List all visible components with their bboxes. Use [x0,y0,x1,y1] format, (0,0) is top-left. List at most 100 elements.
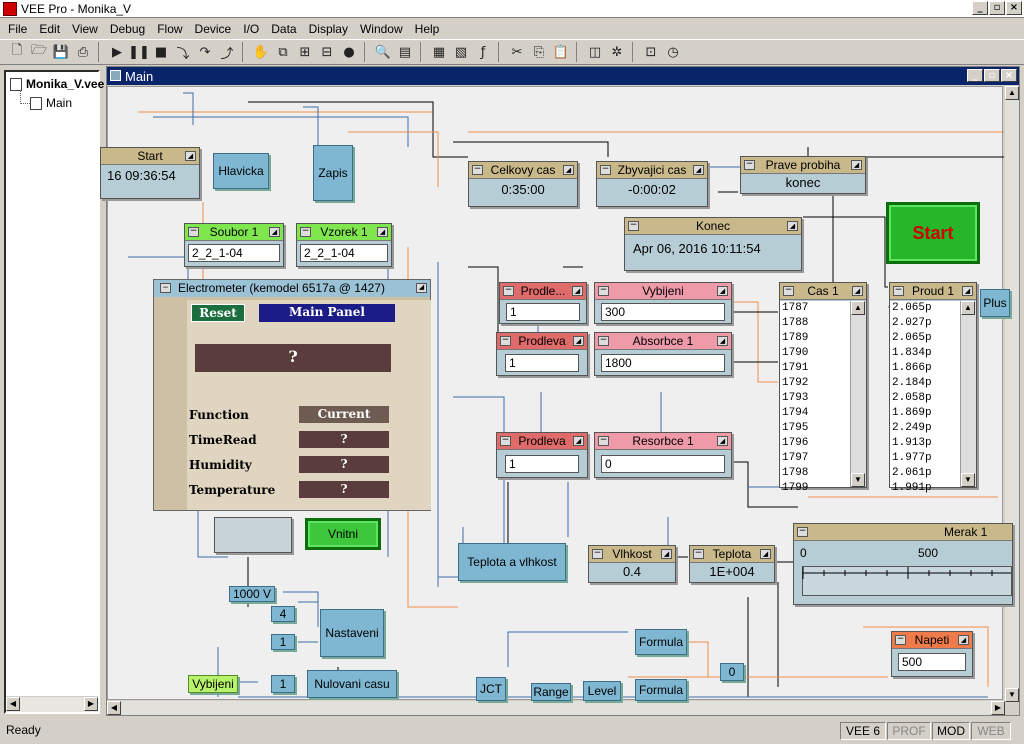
prodleva-input-2[interactable]: −Prodleva◢ 1 [496,332,588,376]
object-menu-icon[interactable]: ◢ [717,286,728,296]
open-folder-icon[interactable]: 🗁 [30,43,48,58]
constant-1a[interactable]: 1 [271,634,295,650]
reset-button[interactable]: Reset [191,304,245,322]
empty-object[interactable] [214,517,292,553]
soubor-input[interactable]: −Soubor 1◢ 2_2_1-04 [184,223,284,267]
zbyvajici-cas-display[interactable]: −Zbyvajici cas◢ -0:00:02 [596,161,708,207]
program-canvas[interactable]: Start◢ 16 09:36:54 Hlavicka Zapis −Celko… [100,86,1013,701]
constant-4[interactable]: 4 [271,606,295,622]
canvas-hscrollbar[interactable]: ◀ ▶ [107,701,1005,715]
resorbce-input[interactable]: −Resorbce 1◢ 0 [594,432,732,478]
object-menu-icon[interactable]: ◢ [661,549,672,559]
delete-line-icon[interactable]: ⊟ [321,44,333,60]
prave-probiha-display[interactable]: −Prave probiha◢ konec [740,156,866,194]
print-icon[interactable]: ⎙ [77,44,89,60]
function-icon[interactable]: ▧ [454,44,468,60]
object-menu-icon[interactable]: ◢ [760,549,771,559]
step-over-icon[interactable]: ↷ [199,44,211,60]
run-icon[interactable]: ▶ [112,44,122,60]
prodleva-input-3[interactable]: −Prodleva◢ 1 [496,432,588,478]
constant-1b[interactable]: 1 [271,675,295,693]
nastaveni-userobject[interactable]: Nastaveni [320,609,384,657]
object-menu-icon[interactable]: ◢ [962,286,973,296]
main-close-button[interactable]: × [1001,69,1017,82]
step-out-icon[interactable]: ⤴ [220,46,234,62]
object-menu-icon[interactable]: ◢ [787,221,798,231]
clone-icon[interactable]: ⧉ [278,44,288,60]
absorbce-input[interactable]: −Absorbce 1◢ 1800 [594,332,732,376]
find-icon[interactable]: 🔍 [374,44,392,60]
timer-icon[interactable]: ◷ [667,44,679,60]
object-menu-icon[interactable]: ◢ [572,286,583,296]
object-menu-icon[interactable]: ◢ [563,165,574,175]
new-file-icon[interactable]: 🗋 [11,43,23,58]
object-menu-icon[interactable]: ◢ [851,160,862,170]
nulovani-casu-userobject[interactable]: Nulovani casu [307,670,397,698]
show-data-flow-icon[interactable]: ⊡ [645,44,657,60]
start-time-display[interactable]: Start◢ 16 09:36:54 [100,147,200,199]
vlhkost-display[interactable]: −Vlhkost◢ 0.4 [588,545,676,583]
object-menu-icon[interactable]: ◢ [693,165,704,175]
teplota-vlhkost-userobject[interactable]: Teplota a vlhkost [458,543,566,581]
menu-debug[interactable]: Debug [109,21,146,36]
menu-flow[interactable]: Flow [157,21,183,36]
range-object[interactable]: Range [531,683,571,701]
menu-view[interactable]: View [72,21,98,36]
konec-display[interactable]: −Konec◢ Apr 06, 2016 10:11:54 [624,217,802,271]
connect-icon[interactable]: ⊞ [299,44,311,60]
explorer-hscrollbar[interactable]: ◀ ▶ [6,696,98,712]
menu-display[interactable]: Display [308,21,348,36]
object-menu-icon[interactable]: ◢ [852,286,863,296]
main-minimize-button[interactable]: _ [967,69,983,82]
cut-icon[interactable]: ✂ [511,44,523,60]
hlavicka-userobject[interactable]: Hlavicka [213,153,269,189]
menu-data[interactable]: Data [271,21,297,36]
detail-view-icon[interactable]: ✲ [611,44,623,60]
menu-device[interactable]: Device [194,21,232,36]
vybijeni-input[interactable]: −Vybijeni◢ 300 [594,282,732,324]
close-button[interactable]: × [1006,1,1022,15]
object-menu-icon[interactable]: ◢ [185,151,196,161]
record-icon[interactable]: ● [343,44,355,60]
merak-meter[interactable]: −Merak 1 0 500 [793,523,1013,605]
stop-icon[interactable]: ■ [154,44,168,60]
object-menu-icon[interactable]: ◢ [717,336,728,346]
main-maximize-button[interactable]: ▫ [984,69,1000,82]
electrometer-panel[interactable]: −Electrometer (kemodel 6517a @ 1427)◢ Re… [153,279,431,511]
celkovy-cas-display[interactable]: −Celkovy cas◢ 0:35:00 [468,161,578,207]
tree-item-main[interactable]: Main [30,96,72,110]
pause-icon[interactable]: ❚❚ [128,44,150,60]
start-button[interactable]: Start [886,202,980,264]
panel-view-icon[interactable]: ◫ [588,44,602,60]
menu-io[interactable]: I/O [243,21,260,36]
paste-icon[interactable]: 📋 [552,44,570,60]
tree-root[interactable]: Monika_V.vee [10,77,104,91]
zero-constant[interactable]: 0 [720,663,744,681]
hand-icon[interactable]: ✋ [252,44,270,60]
prodleva-input-1[interactable]: −Prodle...◢ 1 [499,282,587,324]
menu-edit[interactable]: Edit [39,21,61,36]
cas-scrollbar[interactable]: ▲▼ [850,301,866,487]
instrument-icon[interactable]: ▦ [432,44,446,60]
teplota-display[interactable]: −Teplota◢ 1E+004 [689,545,775,583]
canvas-vscrollbar[interactable]: ▲ ▼ [1005,86,1019,702]
minimize-button[interactable]: _ [972,1,988,15]
zapis-userobject[interactable]: Zapis [313,145,353,201]
maximize-button[interactable]: ▫ [989,1,1005,15]
copy-icon[interactable]: ⎘ [533,44,545,60]
menu-help[interactable]: Help [414,21,440,36]
napeti-input[interactable]: −Napeti◢ 500 [891,631,973,677]
function-value[interactable]: Current [299,406,389,423]
formula-object-2[interactable]: Formula [635,679,687,701]
formula-object-1[interactable]: Formula [635,629,687,655]
jct-object[interactable]: JCT [476,677,506,701]
level-object[interactable]: Level [583,681,621,701]
vnitni-button[interactable]: Vnitni [305,518,381,550]
object-menu-icon[interactable]: ◢ [958,635,969,645]
proud-scrollbar[interactable]: ▲▼ [960,301,976,487]
save-icon[interactable]: 💾 [52,44,70,60]
step-into-icon[interactable]: ⤵ [176,46,190,62]
object-menu-icon[interactable]: ◢ [573,436,584,446]
